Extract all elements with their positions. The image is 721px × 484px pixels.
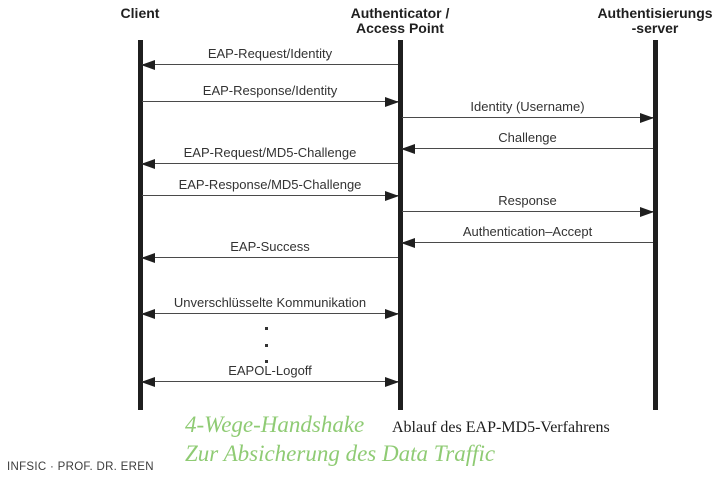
continuation-dot <box>265 360 268 363</box>
message-label: Identity (Username) <box>470 99 585 114</box>
arrowhead-right <box>385 191 399 201</box>
arrowhead-left <box>141 309 155 319</box>
message-line <box>142 163 398 164</box>
message-label: EAP-Request/Identity <box>207 46 333 61</box>
actor-header-line: -server <box>631 20 679 36</box>
handshake-note-line1: 4-Wege-Handshake <box>185 412 365 437</box>
message-label: Unverschlüsselte Kommunikation <box>173 295 367 310</box>
arrowhead-right <box>385 97 399 107</box>
lifeline-client <box>138 40 143 410</box>
arrowhead-right <box>640 113 654 123</box>
actor-header-line: Access Point <box>356 20 444 36</box>
actor-header-client: Client <box>121 6 160 21</box>
arrowhead-right <box>385 377 399 387</box>
message-line <box>142 101 398 102</box>
actor-header-authenticator: Authenticator /Access Point <box>351 6 450 36</box>
arrowhead-left <box>141 377 155 387</box>
actor-header-line: Client <box>120 5 160 21</box>
continuation-dot <box>265 327 268 330</box>
arrowhead-left <box>401 144 415 154</box>
message-label: Authentication–Accept <box>462 224 593 239</box>
arrowhead-right <box>385 309 399 319</box>
message-label: EAP-Request/MD5-Challenge <box>183 145 357 160</box>
message-line <box>402 148 653 149</box>
message-line <box>142 64 398 65</box>
arrowhead-left <box>401 238 415 248</box>
diagram-caption: Ablauf des EAP-MD5-Verfahrens <box>392 419 610 436</box>
message-label: Response <box>498 193 557 208</box>
message-label: EAPOL-Logoff <box>228 363 312 378</box>
message-label: Challenge <box>498 130 557 145</box>
arrowhead-left <box>141 253 155 263</box>
arrowhead-left <box>141 159 155 169</box>
arrowhead-right <box>640 207 654 217</box>
message-line <box>402 117 653 118</box>
message-line <box>142 195 398 196</box>
message-line <box>142 381 398 382</box>
message-line <box>402 242 653 243</box>
message-line <box>142 313 398 314</box>
message-line <box>402 211 653 212</box>
handshake-note-line2: Zur Absicherung des Data Traffic <box>185 441 496 466</box>
actor-header-line: Authentisierungs <box>597 5 713 21</box>
lifeline-server <box>653 40 658 410</box>
continuation-dot <box>265 344 268 347</box>
lifeline-authenticator <box>398 40 403 410</box>
footer-credit: INFSIC · PROF. DR. EREN <box>7 461 154 473</box>
actor-header-line: Authenticator / <box>350 5 450 21</box>
message-line <box>142 257 398 258</box>
message-label: EAP-Response/Identity <box>202 83 338 98</box>
message-label: EAP-Response/MD5-Challenge <box>178 177 362 192</box>
message-label: EAP-Success <box>230 239 310 254</box>
arrowhead-left <box>141 60 155 70</box>
actor-header-server: Authentisierungs-server <box>597 6 712 36</box>
